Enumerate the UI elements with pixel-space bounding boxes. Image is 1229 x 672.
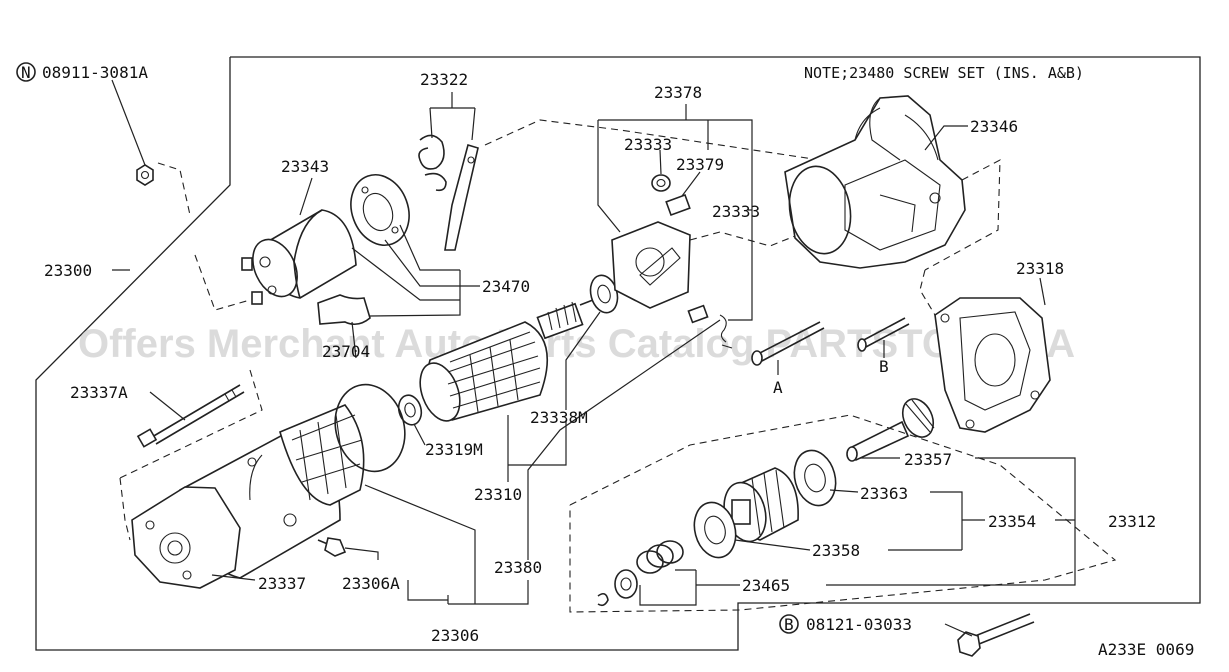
leader-lines [111, 79, 1076, 637]
bearing-icon [589, 274, 619, 314]
label-23470: 23470 [482, 277, 530, 296]
label-23318: 23318 [1016, 259, 1064, 278]
label-23354: 23354 [988, 512, 1036, 531]
screw-b-icon [857, 317, 910, 352]
switch-plate-icon [350, 174, 410, 246]
dash-brush [689, 221, 831, 247]
label-23310: 23310 [474, 485, 522, 504]
screw-small-icon [317, 537, 347, 557]
o-ring-icon [334, 383, 406, 473]
label-23380: 23380 [494, 558, 542, 577]
spring-lever-icon [418, 134, 479, 251]
label-23346: 23346 [970, 117, 1018, 136]
label-23465: 23465 [742, 576, 790, 595]
note-text: NOTE;23480 SCREW SET (INS. A&B) [804, 64, 1084, 82]
label-08911-3081a: 08911-3081A [42, 63, 148, 82]
bolt-icon [957, 613, 1035, 657]
label-a: A [773, 378, 783, 397]
label-23704: 23704 [322, 342, 370, 361]
circle-n-icon [16, 62, 36, 82]
screw-a-icon [751, 321, 825, 366]
diagram-frame [35, 56, 1201, 651]
label-23306a: 23306A [342, 574, 400, 593]
dash-case [924, 159, 1001, 271]
nut-icon [136, 164, 154, 186]
label-23337: 23337 [258, 574, 306, 593]
dash-nut [157, 162, 191, 216]
dash-lever [484, 119, 821, 161]
gear-case-icon [784, 95, 966, 269]
label-23333-upper: 23333 [624, 135, 672, 154]
label-23312: 23312 [1108, 512, 1156, 531]
circle-b-letter: B [784, 615, 794, 634]
armature-icon [419, 297, 599, 422]
label-23358: 23358 [812, 541, 860, 560]
label-b: B [879, 357, 889, 376]
dash-cover [119, 477, 131, 541]
rubber-pad-icon [317, 294, 371, 326]
brush-holder-icon [611, 193, 733, 349]
dash-lower [569, 414, 1117, 613]
bearing-23358-icon [693, 501, 737, 559]
bearing-23363-icon [793, 449, 837, 507]
label-23306: 23306 [431, 626, 479, 645]
label-23378: 23378 [654, 83, 702, 102]
bush-icon [651, 174, 671, 192]
label-23338m: 23338M [530, 408, 588, 427]
drawing-code: A233E 0069 [1098, 640, 1194, 659]
label-23319m: 23319M [425, 440, 483, 459]
pinion-shaft-icon [846, 398, 935, 462]
dash-bolt [119, 369, 263, 479]
label-08121-03033: 08121-03033 [806, 615, 912, 634]
circle-n-letter: N [21, 63, 31, 82]
watermark: Offers Merchant Auto Parts Catalog PARTS… [78, 322, 1075, 366]
label-23357: 23357 [904, 450, 952, 469]
through-bolt-icon [136, 384, 245, 448]
label-23343: 23343 [281, 157, 329, 176]
label-23333-lower: 23333 [712, 202, 760, 221]
spring-set-icon [597, 540, 684, 607]
dash-housing [919, 269, 936, 316]
label-23337a: 23337A [70, 383, 128, 402]
label-23322: 23322 [420, 70, 468, 89]
rear-cover-icon [131, 486, 241, 589]
label-23363: 23363 [860, 484, 908, 503]
drive-housing-icon [934, 297, 1051, 433]
field-coil-icon [279, 404, 365, 506]
magnetic-switch-icon [241, 209, 357, 305]
label-23300: 23300 [44, 261, 92, 280]
circle-b-icon [779, 614, 799, 634]
label-23379: 23379 [676, 155, 724, 174]
